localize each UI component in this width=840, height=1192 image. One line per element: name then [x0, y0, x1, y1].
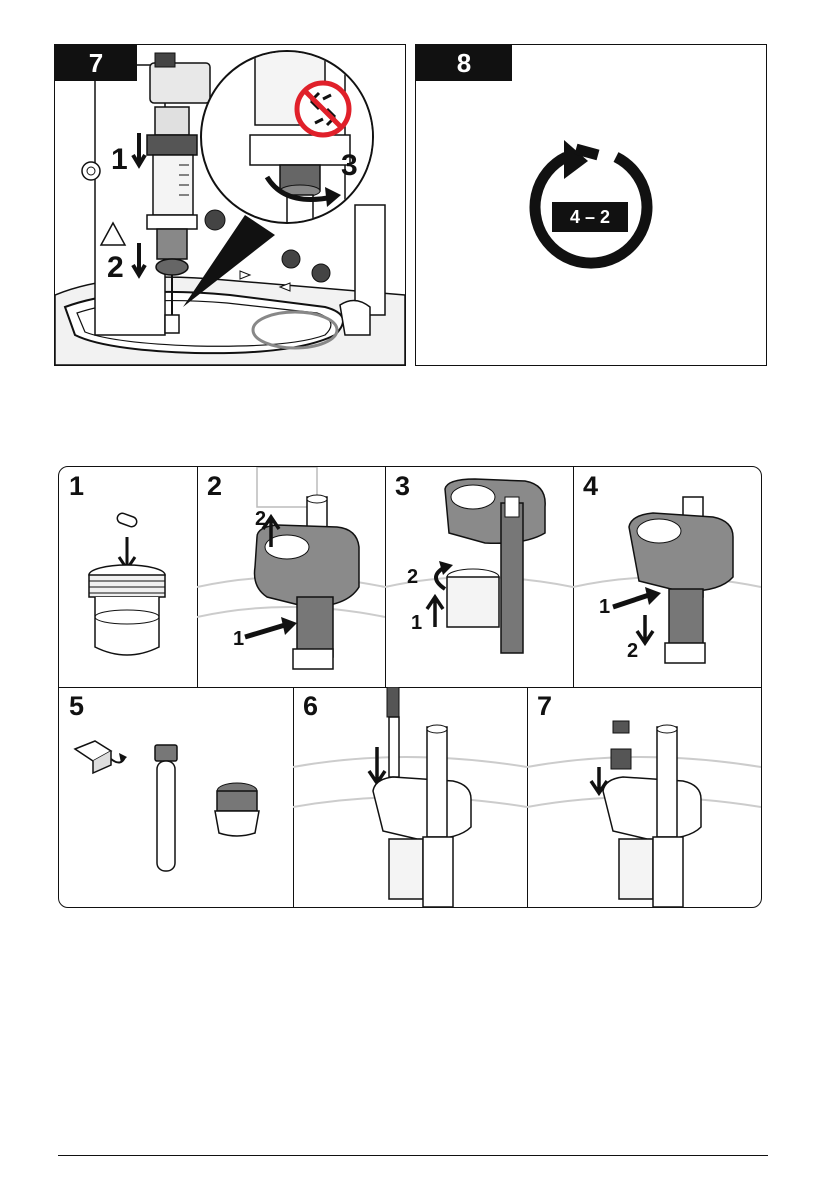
insert-cap-illustration	[527, 687, 761, 907]
grid-step-6: 6	[293, 687, 527, 907]
grid-step-2-callout-a: 2	[255, 508, 266, 530]
step-7-number: 7	[55, 45, 137, 81]
grid-step-3-callout-a: 2	[407, 566, 418, 588]
grid-step-3-callout-b: 1	[411, 612, 422, 634]
step-7-callout-1: 1	[111, 143, 128, 176]
grid-step-4-callout-b: 2	[627, 640, 638, 662]
swap-vial-illustration: 2 1	[385, 467, 573, 687]
up-arrow-icon	[427, 597, 443, 627]
down-arrow-icon	[119, 537, 135, 569]
cover-lower-illustration: 1 2	[573, 467, 761, 687]
step-7-illustration: 1 2 3	[55, 45, 405, 365]
grid-step-2: 2 1 2	[197, 467, 385, 687]
step-7-callout-2: 2	[107, 251, 124, 284]
grid-step-5: 5	[59, 687, 293, 907]
grid-step-3-number: 3	[395, 473, 410, 500]
step-7-panel: 1 2 3 7	[54, 44, 406, 366]
insert-tube-illustration	[293, 687, 527, 907]
down-arrow-icon	[637, 615, 653, 643]
grid-step-2-number: 2	[207, 473, 222, 500]
grid-step-7: 7	[527, 687, 761, 907]
step-8-panel: 8 4 – 2	[415, 44, 767, 366]
reagent-parts-illustration	[59, 687, 293, 907]
grid-step-1: 1	[59, 467, 197, 687]
grid-step-2-callout-b: 1	[233, 628, 244, 650]
grid-step-4-callout-a: 1	[599, 596, 610, 618]
no-rotate-icon	[297, 83, 349, 135]
cover-lift-illustration: 2 1	[197, 467, 385, 687]
step-7-callout-3: 3	[341, 149, 358, 182]
grid-step-5-number: 5	[69, 693, 84, 720]
footer-rule	[58, 1155, 768, 1156]
grid-step-1-number: 1	[69, 473, 84, 500]
down-arrow-icon	[369, 747, 385, 783]
grid-step-7-number: 7	[537, 693, 552, 720]
grid-step-4: 1 2 4	[573, 467, 761, 687]
grid-step-3: 2 1 3	[385, 467, 573, 687]
grid-step-6-number: 6	[303, 693, 318, 720]
grid-step-4-number: 4	[583, 473, 598, 500]
return-step-badge: 4 – 2	[552, 202, 628, 232]
procedure-grid: 1 2 1 2	[58, 466, 762, 908]
